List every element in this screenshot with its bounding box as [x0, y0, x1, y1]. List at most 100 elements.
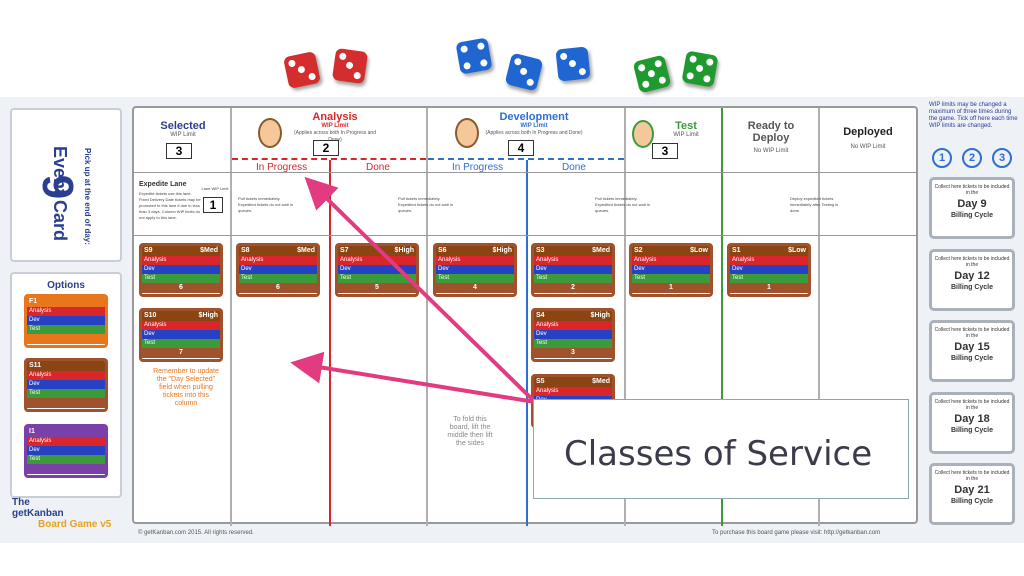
ticket-header: S9$Med: [142, 246, 220, 256]
wip-change-3[interactable]: 3: [992, 148, 1012, 168]
option-ticket-i1[interactable]: I1 Analysis Dev Test: [24, 424, 108, 478]
ticket-value: $Med: [592, 378, 610, 385]
expedite-pull-note-dev: Pull tickets immediately. Expedited tick…: [398, 196, 453, 213]
ticket-footer: 1: [730, 283, 808, 293]
footer-copyright: © getKanban.com 2015. All rights reserve…: [138, 530, 254, 536]
ticket-header: S3$Med: [534, 246, 612, 256]
selected-header: Selected WIP Limit: [140, 120, 226, 139]
day-card-top: Collect here tickets to be included in t…: [934, 184, 1010, 196]
ticket-day-number: 5: [375, 284, 379, 291]
development-in-progress: In Progress: [452, 162, 504, 173]
ticket-header: S5 $Med: [534, 377, 612, 387]
ticket-footer: 3: [534, 348, 612, 358]
test-header: Test WIP Limit: [656, 120, 716, 139]
expedite-lane-wip-label: Lane WIP Limit: [201, 186, 229, 191]
day-card-day: Day 15: [954, 341, 990, 353]
fold-note: To fold this board, lift the middle then…: [447, 416, 493, 447]
test-wip-label: WIP Limit: [673, 132, 699, 138]
options-panel: Options F1 Analysis Dev Test S11 Analysi…: [10, 272, 122, 498]
ticket-id: S5: [536, 378, 545, 385]
wip-change-note: WIP limits may be changed a maximum of t…: [929, 102, 1018, 129]
logo-brand: getKanban: [12, 508, 64, 519]
ticket-day-number: 4: [473, 284, 477, 291]
col-divider-red: [329, 160, 331, 526]
row-analysis: Analysis: [27, 307, 105, 316]
development-note: (Applies across both In Progress and Don…: [485, 130, 583, 136]
row-test: Test: [338, 274, 416, 283]
analysis-wip-input[interactable]: 2: [313, 140, 339, 156]
col-divider: [230, 108, 232, 526]
ticket-day-number: 2: [571, 284, 575, 291]
ticket-value: $Med: [200, 247, 218, 254]
header-divider: [134, 172, 916, 173]
day-card-21[interactable]: Collect here tickets to be included in t…: [929, 463, 1015, 525]
development-done: Done: [562, 162, 586, 173]
row-analysis: Analysis: [338, 256, 416, 265]
day-card-12[interactable]: Collect here tickets to be included in t…: [929, 249, 1015, 311]
logo-line2: getKanban: [12, 508, 124, 519]
ticket-id: S4: [536, 312, 545, 319]
ticket-day-number: 6: [179, 284, 183, 291]
option-ticket-s11[interactable]: S11 Analysis Dev Test: [24, 358, 108, 412]
row-analysis: Analysis: [142, 321, 220, 330]
ticket-footer: 7: [142, 348, 220, 358]
ticket-header: S4$High: [534, 311, 612, 321]
ready-title: Ready to Deploy: [747, 120, 795, 144]
row-analysis: Analysis: [239, 256, 317, 265]
day-card-bottom: Billing Cycle: [950, 355, 993, 362]
col-divider-blue: [526, 160, 528, 526]
ticket-value: $High: [198, 312, 218, 319]
row-analysis: Analysis: [534, 387, 612, 396]
day-card-bottom: Billing Cycle: [950, 427, 993, 434]
row-dev: Dev: [239, 265, 317, 274]
options-title: Options: [47, 280, 85, 291]
wip-change-1[interactable]: 1: [932, 148, 952, 168]
ticket-day-number: 1: [767, 284, 771, 291]
day-card-9[interactable]: Collect here tickets to be included in t…: [929, 177, 1015, 239]
ticket-footer: 6: [239, 283, 317, 293]
ticket-id: S7: [340, 247, 349, 254]
analysis-done: Done: [366, 162, 390, 173]
row-test: Test: [27, 389, 105, 398]
deployed-title: Deployed: [843, 126, 893, 138]
row-analysis: Analysis: [534, 321, 612, 330]
test-wip-input[interactable]: 3: [652, 143, 678, 159]
day-card-15[interactable]: Collect here tickets to be included in t…: [929, 320, 1015, 382]
day-card-18[interactable]: Collect here tickets to be included in t…: [929, 392, 1015, 454]
development-wip-input[interactable]: 4: [508, 140, 534, 156]
logo-line3: Board Game v5: [12, 519, 124, 530]
ticket-value: $Med: [297, 247, 315, 254]
analysis-title: Analysis: [312, 111, 358, 123]
row-analysis: Analysis: [436, 256, 514, 265]
day-card-top: Collect here tickets to be included in t…: [934, 399, 1010, 411]
ticket-day-number: 3: [571, 349, 575, 356]
row-test: Test: [730, 274, 808, 283]
ticket-value: $High: [394, 247, 414, 254]
day-card-day: Day 12: [954, 270, 990, 282]
expedite-lane-wip-input[interactable]: 1: [203, 197, 223, 213]
selected-wip-input[interactable]: 3: [166, 143, 192, 159]
row-dev: Dev: [142, 265, 220, 274]
expedite-description: Expedite tickets use this lane. Fixed De…: [139, 191, 201, 220]
row-dev: Dev: [436, 265, 514, 274]
ticket-header: S10$High: [142, 311, 220, 321]
ticket-value: $High: [492, 247, 512, 254]
row-dev: Dev: [534, 330, 612, 339]
day-card-top: Collect here tickets to be included in t…: [934, 256, 1010, 268]
footer-purchase[interactable]: To purchase this board game please visit…: [712, 530, 881, 536]
ticket-header: S8$Med: [239, 246, 317, 256]
wip-change-2[interactable]: 2: [962, 148, 982, 168]
option-ticket-f1[interactable]: F1 Analysis Dev Test: [24, 294, 108, 348]
row-test: Test: [632, 274, 710, 283]
selected-wip-label: WIP Limit: [170, 132, 196, 138]
